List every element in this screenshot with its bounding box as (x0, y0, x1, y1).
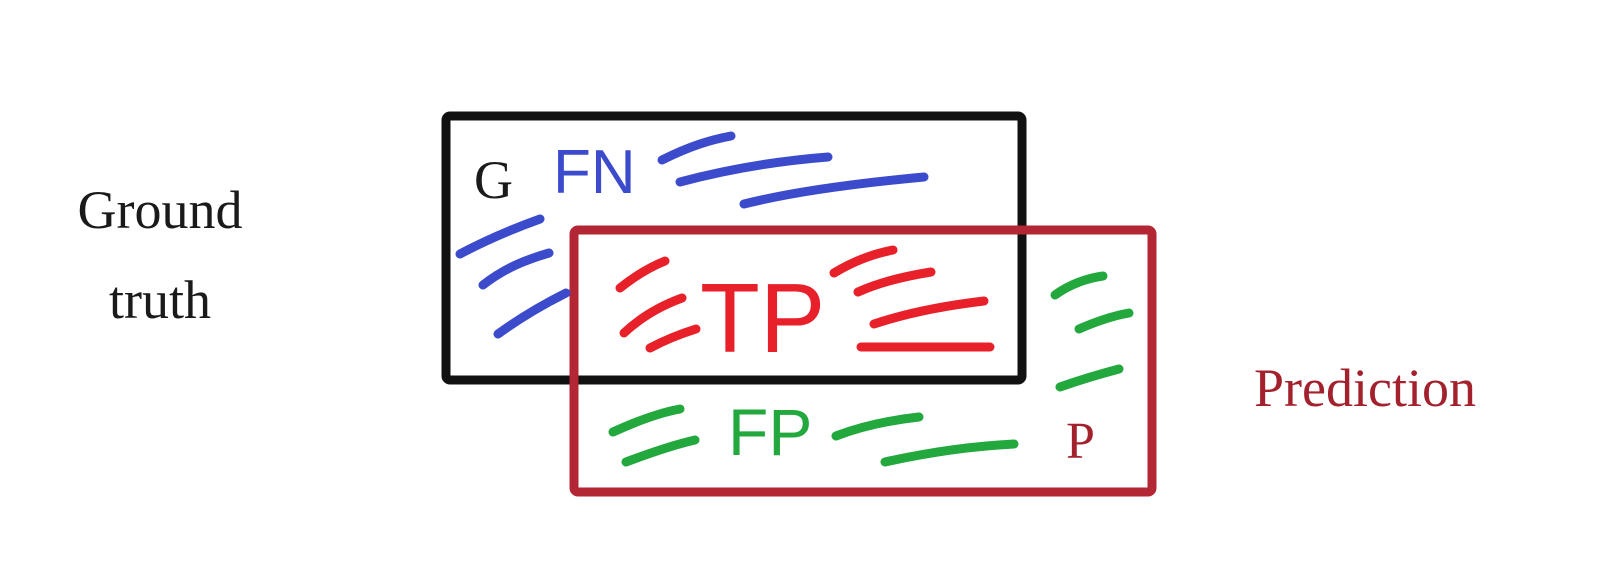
ground-truth-letter: G (474, 150, 513, 210)
fp-hatching (608, 271, 1134, 467)
fp-label: FP (728, 395, 812, 469)
ground-truth-label-line1: Ground (78, 180, 243, 240)
tp-label: TP (700, 263, 825, 373)
prediction-letter: P (1066, 413, 1095, 470)
prediction-label: Prediction (1254, 358, 1476, 418)
fn-hatching (455, 131, 929, 339)
prediction-box (569, 225, 1157, 497)
ground-truth-label-line2: truth (109, 270, 211, 330)
tp-hatching (615, 245, 995, 353)
ground-truth-box (441, 111, 1027, 385)
fn-label: FN (553, 138, 636, 207)
